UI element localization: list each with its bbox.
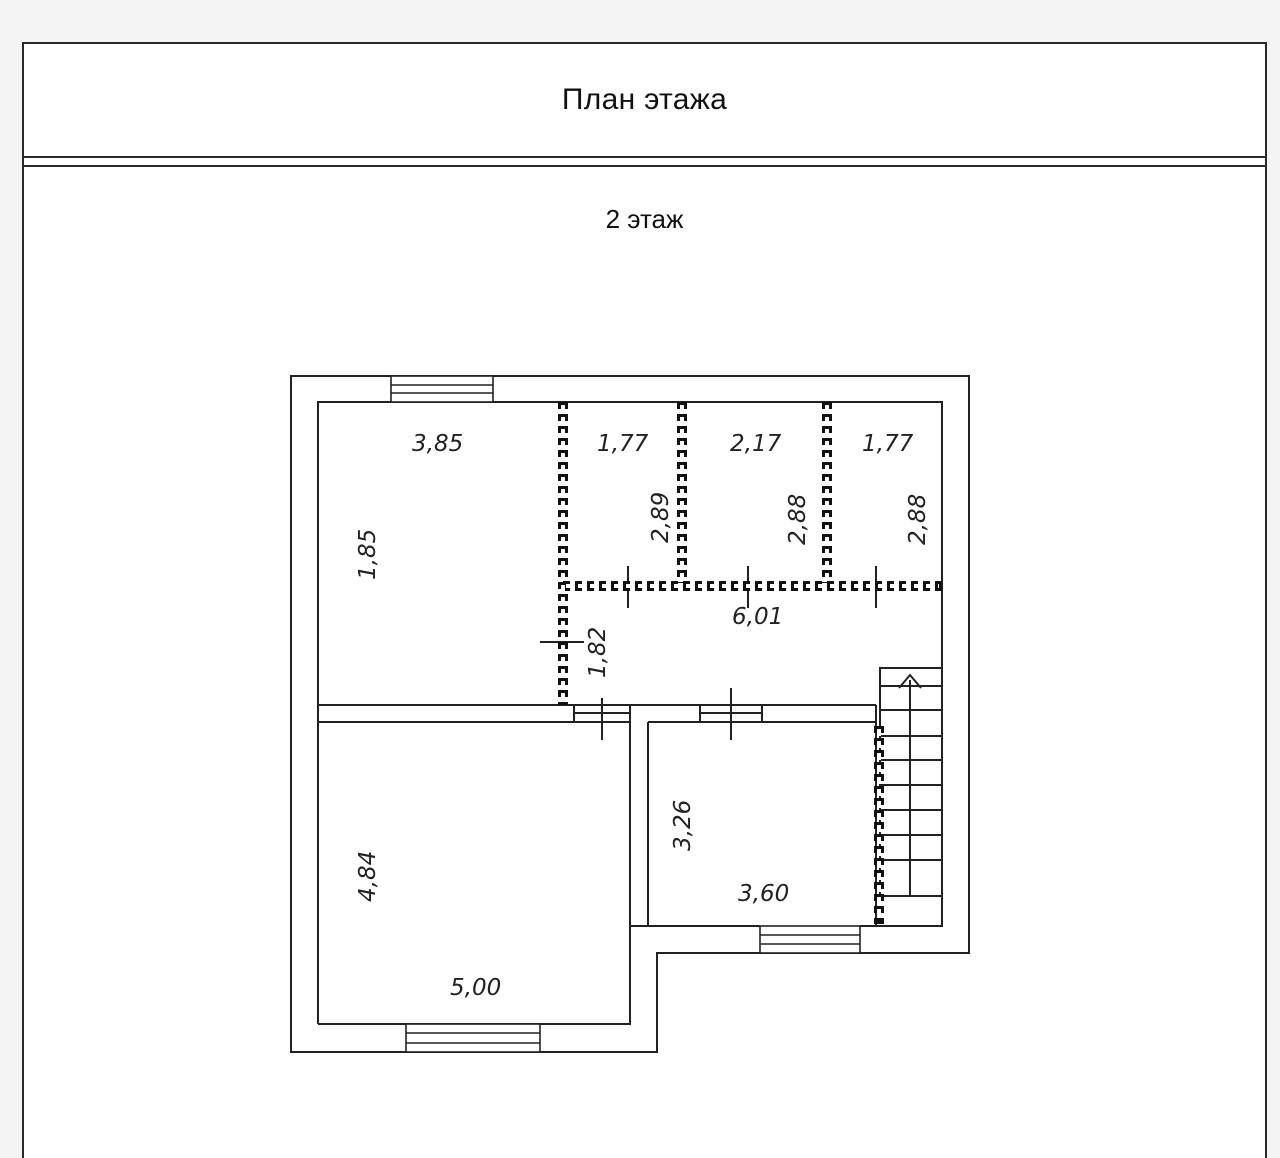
dim-room-bottom-left-height: 4,84 <box>355 851 381 902</box>
title-divider <box>24 165 1265 167</box>
dim-closet-2-height: 2,88 <box>785 494 811 545</box>
drawing-sheet: План этажа 2 этаж <box>22 42 1267 1158</box>
dim-room-bottom-right-width: 3,60 <box>738 881 789 907</box>
outer-wall <box>290 375 970 1053</box>
window-bottom-right <box>759 925 861 954</box>
dim-closet-1-height: 2,89 <box>648 492 674 543</box>
page-title: План этажа <box>561 83 728 116</box>
dim-closet-3-height: 2,88 <box>905 494 931 545</box>
dim-room-bottom-left-width: 5,00 <box>450 975 501 1001</box>
dim-hall-width: 6,01 <box>732 604 783 630</box>
window-top <box>390 375 494 403</box>
dim-closet-2-width: 2,17 <box>730 431 782 457</box>
inner-wall-top <box>317 401 943 1024</box>
inner-wall-bottom-left <box>318 925 760 1025</box>
window-bottom-left <box>405 1023 541 1053</box>
partition-horizontal <box>318 704 575 723</box>
dim-room-top-left-height: 1,85 <box>355 529 381 580</box>
dim-room-bottom-right-height: 3,26 <box>670 800 696 851</box>
dim-closet-3-width: 1,77 <box>862 431 914 457</box>
dim-closet-1-width: 1,77 <box>597 431 649 457</box>
partition-wall-left <box>629 704 876 926</box>
dim-room-top-left-width: 3,85 <box>412 431 463 457</box>
title-block: План этажа <box>24 44 1265 158</box>
floor-label: 2 этаж <box>605 204 684 234</box>
dim-hall-height: 1,82 <box>585 627 611 678</box>
